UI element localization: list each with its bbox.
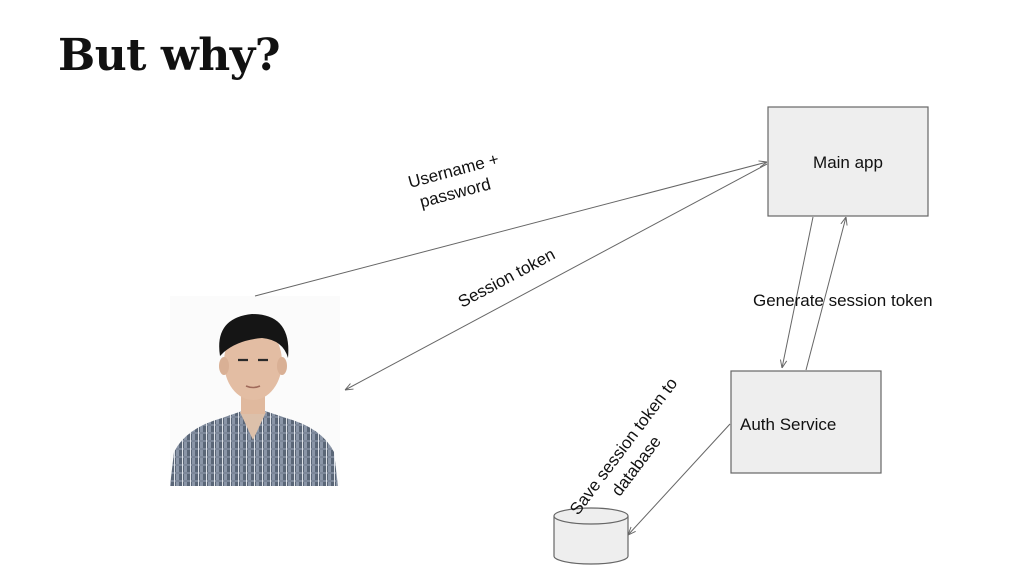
right-ear xyxy=(277,357,287,375)
main-app-label: Main app xyxy=(813,153,883,172)
save-token-arrow xyxy=(628,423,731,535)
mouth xyxy=(245,385,261,389)
credentials-arrow xyxy=(254,162,767,297)
shirt xyxy=(170,410,338,486)
database-cylinder xyxy=(553,507,629,565)
generate-token-label: Generate session token xyxy=(753,291,933,310)
hair xyxy=(219,314,289,358)
save-token-label: Save session token to database xyxy=(566,374,681,518)
session-token-arrow xyxy=(345,163,768,390)
credentials-label: Username + password xyxy=(406,149,501,211)
session-token-label: Session token xyxy=(455,245,558,312)
auth-service-box xyxy=(730,370,882,474)
request-token-arrow xyxy=(782,216,814,368)
auth-service-node: Auth Service xyxy=(730,370,882,474)
main-app-box xyxy=(767,106,929,217)
main-app-node: Main app xyxy=(767,106,929,217)
database-body xyxy=(553,516,629,565)
neck xyxy=(240,412,266,440)
return-token-arrow xyxy=(805,217,846,371)
auth-service-label: Auth Service xyxy=(740,415,836,434)
slide-title: But why? xyxy=(58,30,281,81)
person-photo xyxy=(170,296,340,486)
left-ear xyxy=(219,357,229,375)
database-top xyxy=(553,507,629,525)
session-token-label-group: Session token xyxy=(455,245,558,312)
